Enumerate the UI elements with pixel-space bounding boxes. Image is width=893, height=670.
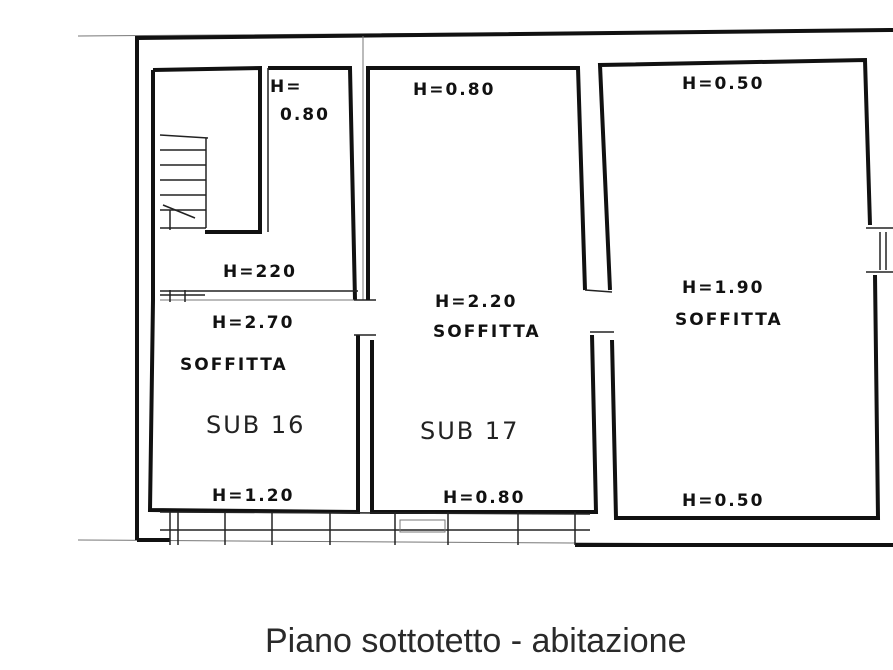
- label-h-small-value: 0.80: [280, 105, 330, 125]
- exterior-walls: [77, 28, 893, 547]
- label-h-mid-main: H=2.20: [435, 292, 517, 312]
- room-sub17-walls: [366, 66, 614, 514]
- staircase: [159, 134, 209, 302]
- room-name-sub17: SUB 17: [420, 417, 519, 445]
- label-h-left-bottom: H=1.20: [212, 486, 294, 506]
- label-h-left-main: H=2.70: [212, 313, 294, 333]
- label-h-right-top: H=0.50: [682, 74, 764, 94]
- label-soffitta-right: SOFFITTA: [675, 310, 783, 330]
- label-h-mid-top: H=0.80: [413, 80, 495, 100]
- label-soffitta-left: SOFFITTA: [180, 355, 288, 375]
- plan-caption: Piano sottotetto - abitazione: [265, 622, 687, 660]
- bottom-windows: [159, 511, 591, 545]
- label-h-mid-bottom: H=0.80: [443, 488, 525, 508]
- room-name-sub16: SUB 16: [206, 411, 305, 439]
- room-right-walls: [597, 57, 893, 520]
- label-h-landing: H=220: [223, 262, 297, 282]
- label-h-right-main: H=1.90: [682, 278, 764, 298]
- room-sub16-walls: [147, 65, 376, 515]
- label-soffitta-mid: SOFFITTA: [433, 322, 541, 342]
- label-h-small-top: H=: [270, 77, 302, 97]
- label-h-right-bottom: H=0.50: [682, 491, 764, 511]
